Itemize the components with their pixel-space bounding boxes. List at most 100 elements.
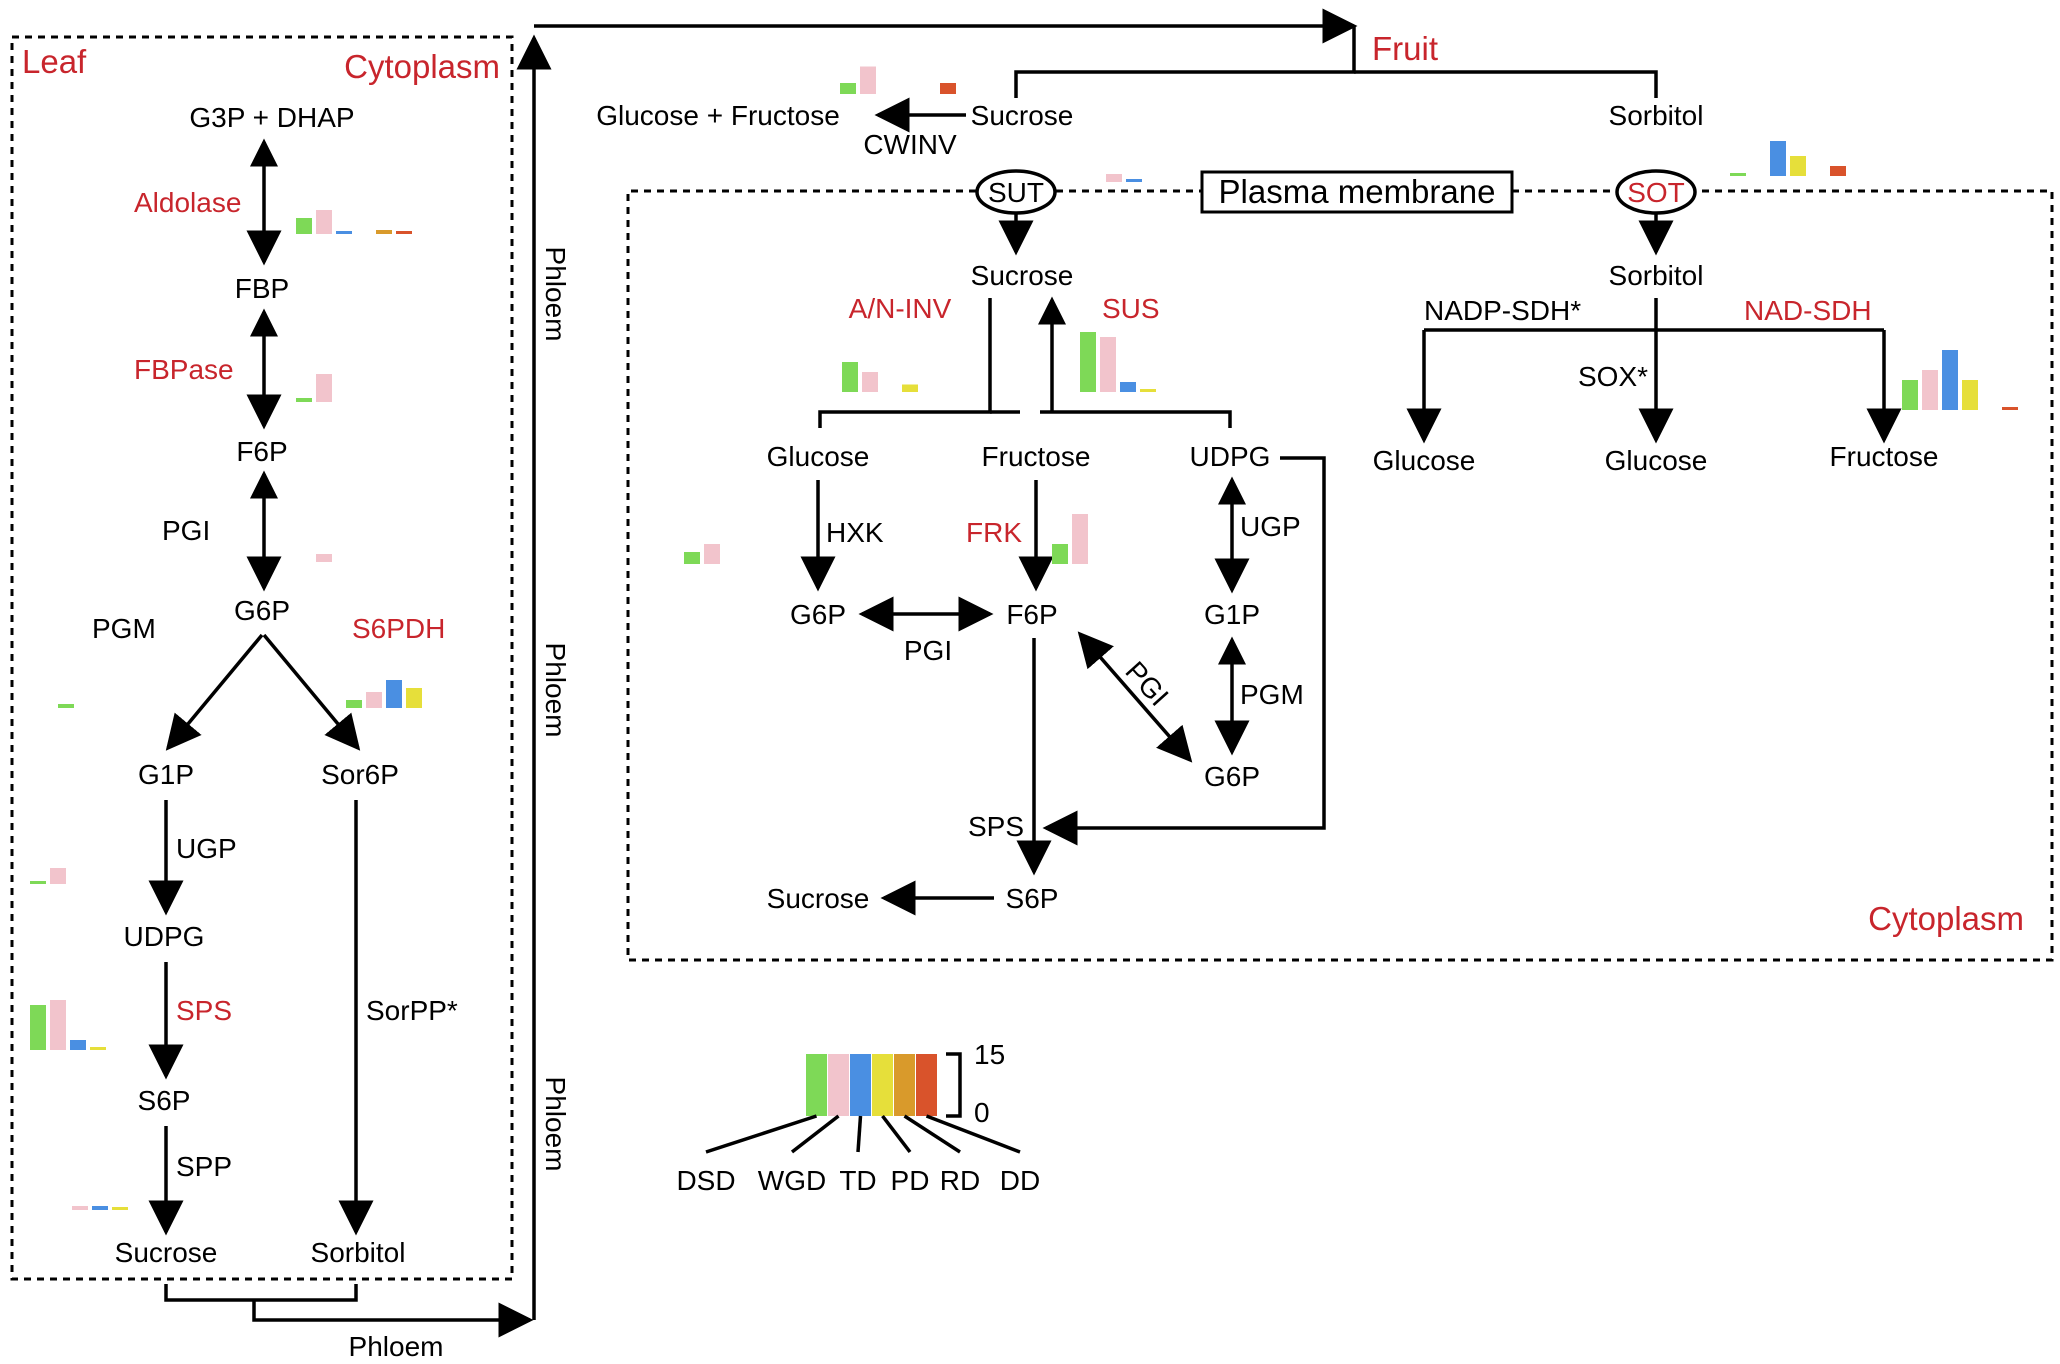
bar-sot-dsd — [1730, 173, 1746, 176]
legend-leader-pd — [881, 1114, 912, 1154]
fruit-region-label: Fruit — [1372, 30, 1438, 67]
leaf-arrow-g6p-sor6p — [262, 633, 361, 751]
bar-sps-pd — [90, 1047, 106, 1050]
phloem-label-upper: Phloem — [540, 247, 571, 342]
leaf-enzyme-pgi: PGI — [162, 515, 210, 546]
bar-aldolase-rd — [376, 230, 392, 234]
leaf-udpg: UDPG — [124, 921, 205, 952]
bar-spp-td — [92, 1206, 108, 1210]
fruit-g6p-left: G6P — [790, 599, 846, 630]
bar-nad-sdh-td — [1942, 350, 1958, 410]
fruit-f6p: F6P — [1006, 599, 1057, 630]
bar-cwinv-dsd — [840, 83, 856, 94]
fruit-cytoplasm-boundary-left — [626, 189, 2054, 962]
bar-sus-pd — [1140, 389, 1156, 392]
legend-leader-wgd — [790, 1114, 840, 1154]
legend-scale-min: 0 — [974, 1097, 990, 1128]
legend-bar-dsd — [806, 1054, 827, 1116]
fruit-enzyme-cwinv: CWINV — [863, 129, 957, 160]
bar-ugp-dsd — [30, 881, 46, 884]
fruit-enzyme-sus: SUS — [1102, 293, 1160, 324]
leaf-f6p: F6P — [236, 436, 287, 467]
fruit-enzyme-an-inv: A/N-INV — [849, 293, 952, 324]
bar-s6pdh-pd — [406, 688, 422, 708]
bar-s6pdh-dsd — [346, 700, 362, 708]
bar-sot-pd — [1790, 156, 1806, 176]
bar-frk-wgd — [1072, 514, 1088, 564]
bar-glucose-hxk-dsd — [684, 552, 700, 564]
legend-bar-pd — [872, 1054, 893, 1116]
fruit-enzyme-nad-sdh: NAD-SDH — [1744, 295, 1872, 326]
fruit-glucose-fructose: Glucose + Fructose — [596, 100, 840, 131]
fruit-glucose: Glucose — [767, 441, 870, 472]
fruit-enzyme-pgm: PGM — [1240, 679, 1304, 710]
bar-sps-dsd — [30, 1005, 46, 1050]
bar-chart-sus — [1080, 332, 1156, 392]
bar-spp-pd — [112, 1207, 128, 1210]
bar-sus-td — [1120, 382, 1136, 392]
bar-sus-dsd — [1080, 332, 1096, 392]
bar-fbpase-wgd — [316, 374, 332, 402]
leaf-enzyme-ugp: UGP — [176, 833, 237, 864]
fruit-enzyme-pgi-diag: PGI — [1119, 655, 1174, 712]
legend-bar-rd — [894, 1054, 915, 1116]
fruit-enzyme-hxk: HXK — [826, 517, 884, 548]
leaf-enzyme-sorpp: SorPP* — [366, 995, 458, 1026]
legend-scale-bracket — [946, 1052, 962, 1118]
fruit-enzyme-pgi-h: PGI — [904, 635, 952, 666]
bar-chart-ugp — [30, 868, 66, 884]
bar-chart-nad-sdh — [1902, 350, 2018, 410]
enzyme-bar-charts — [30, 66, 2018, 1210]
fruit-cytoplasm-label: Cytoplasm — [1868, 900, 2024, 937]
legend-label-wgd: WGD — [758, 1165, 826, 1196]
fruit-distribution-line — [1014, 26, 1356, 98]
plasma-membrane-label: Plasma membrane — [1219, 173, 1496, 210]
fruit-arrow-f6p-g6p-right — [1077, 631, 1193, 763]
bar-chart-s6pdh — [346, 680, 422, 708]
bar-a-n-inv-dsd — [842, 362, 858, 392]
fruit-enzyme-nadp-sdh: NADP-SDH* — [1424, 295, 1581, 326]
leaf-enzyme-aldolase: Aldolase — [134, 187, 241, 218]
fruit-sucrose: Sucrose — [971, 260, 1074, 291]
phloem-label-bottom: Phloem — [349, 1331, 444, 1362]
leaf-region-label: Leaf — [22, 43, 87, 80]
fruit-sucrose-apoplast: Sucrose — [971, 100, 1074, 131]
leaf-fbp: FBP — [235, 273, 289, 304]
legend-bar-td — [850, 1054, 871, 1116]
bar-sut-wgd — [1106, 174, 1122, 182]
fruit-fructose-nad: Fructose — [1830, 441, 1939, 472]
bar-sps-wgd — [50, 1000, 66, 1050]
bar-s6pdh-td — [386, 680, 402, 708]
sut-label: SUT — [988, 177, 1044, 208]
bar-sps-td — [70, 1040, 86, 1050]
legend-leader-lines — [705, 1114, 1021, 1154]
fruit-fructose: Fructose — [982, 441, 1091, 472]
bar-sot-td — [1770, 141, 1786, 176]
leaf-s6p: S6P — [138, 1085, 191, 1116]
bar-chart-aldolase — [296, 210, 412, 234]
bar-fbpase-dsd — [296, 398, 312, 402]
leaf-sorbitol: Sorbitol — [311, 1237, 406, 1268]
leaf-enzyme-spp: SPP — [176, 1151, 232, 1182]
bar-glucose-hxk-wgd — [704, 544, 720, 564]
bar-pgi-wgd — [316, 554, 332, 562]
phloem-export-arrow — [252, 1300, 534, 1338]
fruit-g6p-right: G6P — [1204, 761, 1260, 792]
bar-chart-a-n-inv — [842, 362, 918, 392]
phloem-join-line — [164, 1284, 358, 1302]
bar-chart-sut — [1106, 174, 1142, 182]
bar-nad-sdh-dsd — [1902, 380, 1918, 410]
fruit-enzyme-sps: SPS — [968, 811, 1024, 842]
bar-cwinv-dd — [940, 83, 956, 94]
leaf-cytoplasm-boundary — [10, 35, 514, 1281]
fruit-glucose-sox: Glucose — [1605, 445, 1708, 476]
leaf-enzyme-fbpase: FBPase — [134, 354, 234, 385]
bar-aldolase-dd — [396, 231, 412, 234]
fruit-s6p: S6P — [1006, 883, 1059, 914]
bar-a-n-inv-pd — [902, 384, 918, 392]
leaf-cytoplasm-label: Cytoplasm — [344, 48, 500, 85]
bar-pgm-dsd — [58, 704, 74, 708]
legend-color-bars — [806, 1054, 937, 1116]
